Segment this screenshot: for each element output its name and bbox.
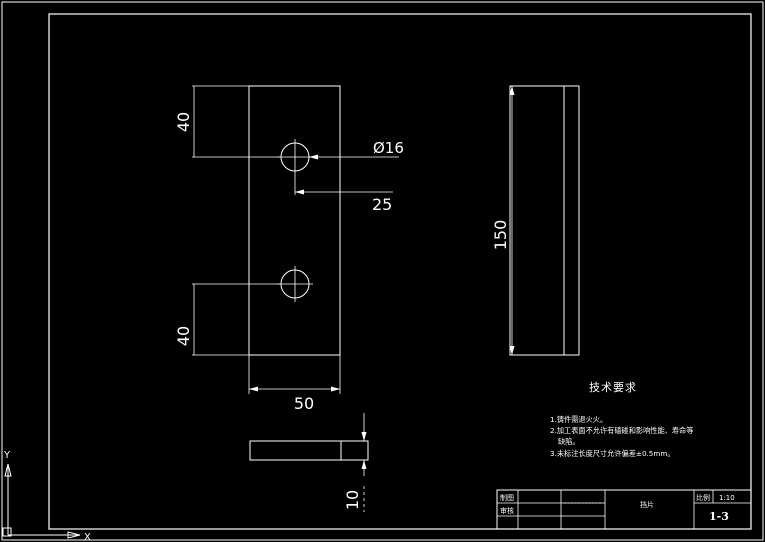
title-block-drawn-label: 制图 [500, 493, 514, 502]
dim-bottom-height-label: 40 [174, 326, 193, 346]
side-view[interactable]: 150 [491, 85, 580, 356]
front-view-outline [248, 85, 341, 356]
technical-requirements: 技术要求 1.铸件需退火火。 2.加工表面不允许有磕碰和影响性能、寿命等 缺陷。… [550, 381, 693, 458]
dim-length-label: 150 [491, 220, 510, 251]
title-block-scale-value: 1:10 [719, 494, 735, 502]
title-block-review-label: 审核 [500, 506, 514, 515]
bottom-view[interactable]: 10 [249, 413, 369, 512]
title-block-drawing-number: 1-3 [709, 510, 729, 523]
bottom-view-outline [249, 440, 369, 461]
front-view[interactable]: 40 Ø16 25 40 50 [174, 85, 404, 413]
tech-note-3: 3.未标注长度尺寸允许偏差±0.5mm。 [550, 449, 675, 458]
tech-note-2-cont: 缺陷。 [558, 437, 580, 446]
dim-length: 150 [491, 86, 515, 355]
dim-hole-diameter-label: Ø16 [373, 139, 404, 157]
dim-hole-offset-label: 25 [372, 195, 392, 214]
title-block-scale-label: 比例 [696, 493, 710, 502]
title-block-frame [496, 489, 752, 530]
dim-top-height-label: 40 [174, 112, 193, 132]
inner-drawing-frame [48, 13, 752, 530]
dim-hole-diameter: Ø16 [309, 139, 404, 160]
dim-bottom-height: 40 [174, 283, 280, 356]
dim-thickness-label: 10 [343, 490, 362, 510]
ucs-y-label: Y [3, 450, 11, 461]
title-block: 制图 审核 挡片 比例 1:10 1-3 [496, 489, 752, 530]
ucs-x-label: X [84, 532, 91, 542]
dim-hole-offset: 25 [294, 175, 393, 214]
dim-width-label: 50 [294, 394, 314, 413]
ucs-icon: Y X [2, 450, 91, 542]
dim-thickness: 10 [343, 413, 367, 512]
tech-note-2: 2.加工表面不允许有磕碰和影响性能、寿命等 [550, 426, 693, 435]
tech-requirements-title: 技术要求 [589, 381, 637, 394]
tech-note-1: 1.铸件需退火火。 [550, 415, 607, 424]
dim-top-height: 40 [174, 85, 280, 158]
dim-width: 50 [248, 355, 341, 413]
side-view-outline [509, 85, 580, 356]
title-block-part-name: 挡片 [640, 500, 654, 509]
